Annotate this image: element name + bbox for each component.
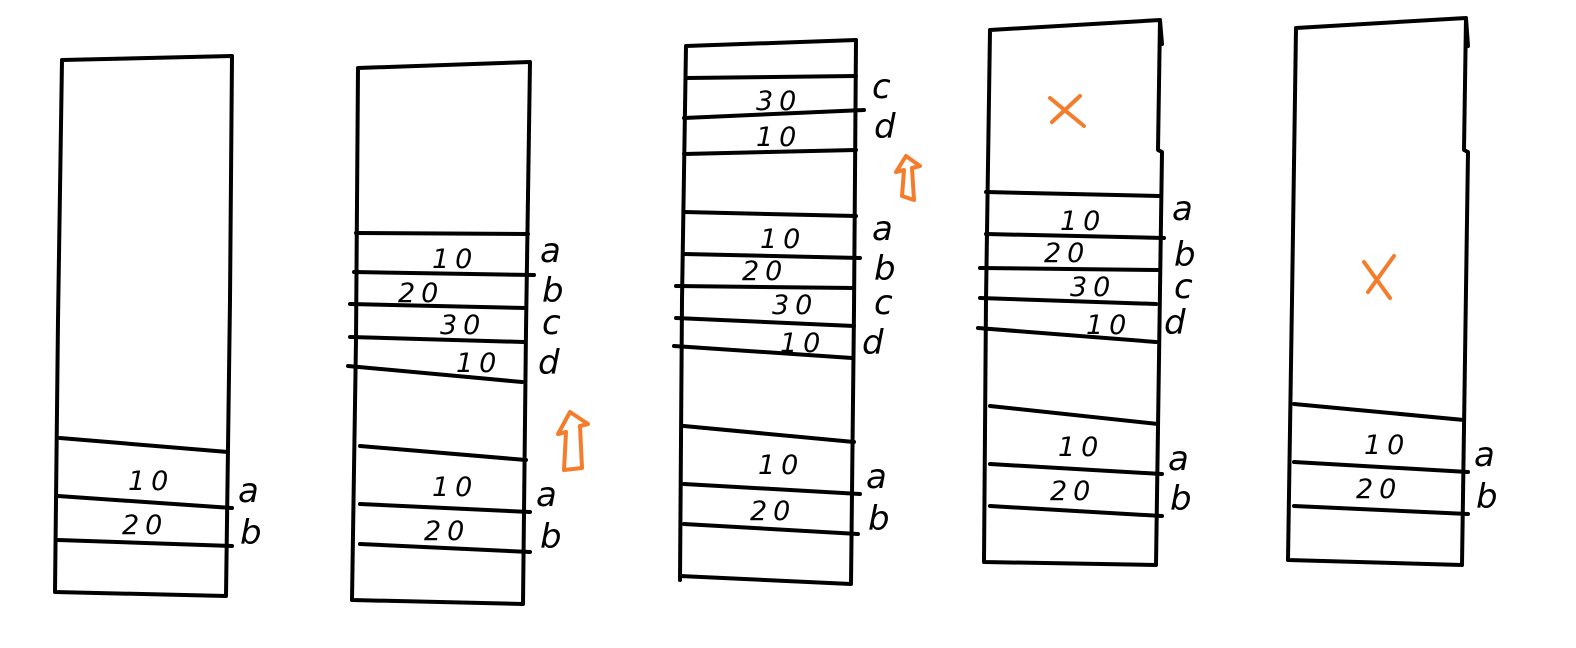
cell-label: d: [1164, 303, 1186, 343]
cell-divider: [682, 424, 856, 444]
cell-value: 20: [122, 510, 168, 541]
cell-label: a: [1474, 435, 1495, 475]
cell-divider: [1292, 402, 1466, 422]
cell-label: b: [1476, 477, 1498, 517]
cell-label: b: [1174, 235, 1196, 275]
cell-divider: [988, 462, 1164, 476]
cell-value: 10: [432, 472, 478, 503]
stack-column-4: 10 a 20 b 30 c 10 d 10 a 20 b: [976, 18, 1196, 567]
cell-label: c: [872, 67, 891, 107]
cell-value: 10: [128, 466, 174, 497]
cell-divider: [682, 252, 862, 260]
cell-label: a: [866, 457, 887, 497]
cell-divider: [674, 284, 856, 290]
cell-label: a: [872, 209, 893, 249]
cell-label: a: [536, 475, 557, 515]
cell-value: 20: [750, 496, 796, 527]
cell-value: 10: [456, 348, 502, 379]
cell-divider: [56, 538, 234, 548]
cell-divider: [682, 108, 866, 120]
cell-value: 10: [1086, 310, 1132, 341]
cell-divider: [352, 270, 536, 277]
cell-divider: [354, 231, 530, 236]
cell-value: 10: [780, 328, 826, 359]
cell-divider: [684, 74, 858, 80]
cell-value: 10: [760, 224, 806, 255]
cell-label: b: [542, 271, 564, 311]
cell-divider: [1292, 460, 1470, 474]
cell-divider: [682, 522, 860, 536]
cell-divider: [674, 316, 856, 328]
cell-value: 30: [772, 290, 818, 321]
column-1-outline: [53, 54, 234, 598]
stack-column-5: 10 a 20 b: [1286, 16, 1498, 567]
column-3-outline: [678, 38, 858, 586]
cross-icon: [1048, 94, 1086, 128]
cell-label: c: [1174, 267, 1193, 307]
cell-value: 10: [758, 450, 804, 481]
cell-divider: [682, 148, 858, 156]
cell-divider: [58, 436, 230, 454]
cell-label: d: [538, 343, 560, 383]
cell-label: b: [240, 513, 262, 553]
cell-divider: [682, 482, 862, 496]
cell-divider: [348, 335, 526, 344]
cell-value: 10: [1364, 430, 1410, 461]
cell-label: a: [1168, 439, 1189, 479]
cell-divider: [346, 364, 524, 384]
cell-label: d: [862, 323, 884, 363]
cell-divider: [358, 444, 528, 462]
cell-label: a: [1172, 189, 1193, 229]
cell-divider: [672, 344, 854, 360]
cell-divider: [682, 210, 858, 218]
up-arrow-icon: [894, 154, 922, 202]
cell-divider: [348, 302, 528, 310]
cell-label: b: [874, 249, 896, 289]
cell-label: b: [868, 499, 890, 539]
cell-divider: [978, 266, 1160, 272]
cell-label: c: [874, 283, 893, 323]
cell-label: d: [874, 107, 896, 147]
cell-value: 10: [756, 122, 802, 153]
cell-label: a: [540, 231, 561, 271]
cell-divider: [1292, 504, 1470, 516]
cell-value: 10: [1060, 206, 1106, 237]
column-2-outline: [350, 60, 532, 606]
cell-value: 10: [1058, 432, 1104, 463]
cell-divider: [978, 296, 1158, 306]
cell-label: a: [238, 471, 259, 511]
cell-label: b: [540, 517, 562, 557]
stack-column-1: 10 a 20 b: [53, 54, 262, 598]
cell-value: 20: [398, 278, 444, 309]
cell-divider: [984, 190, 1162, 198]
up-arrow-icon: [556, 410, 590, 472]
cell-divider: [988, 504, 1164, 518]
cell-divider: [358, 542, 532, 554]
cell-value: 10: [432, 244, 478, 275]
cell-divider: [988, 404, 1160, 426]
cell-divider: [984, 232, 1166, 240]
cross-icon: [1362, 254, 1396, 300]
column-5-outline: [1286, 16, 1470, 567]
cell-value: 20: [742, 256, 788, 287]
cell-value: 30: [1070, 272, 1116, 303]
cell-divider: [56, 494, 234, 510]
cell-divider: [358, 502, 532, 514]
cell-value: 20: [424, 516, 470, 547]
cell-value: 30: [756, 86, 802, 117]
cell-label: b: [1170, 479, 1192, 519]
cell-divider: [976, 326, 1158, 344]
cell-value: 20: [1050, 476, 1096, 507]
cell-value: 20: [1356, 474, 1402, 505]
cell-value: 20: [1044, 238, 1090, 269]
cell-value: 30: [440, 310, 486, 341]
cell-label: c: [542, 303, 561, 343]
stack-column-3: 30 c 10 d 10 a 20 b 30 c 10 d 10 a 20 b: [672, 38, 922, 586]
stack-column-2: 10 a 20 b 30 c 10 d 10 a 20 b: [346, 60, 590, 606]
